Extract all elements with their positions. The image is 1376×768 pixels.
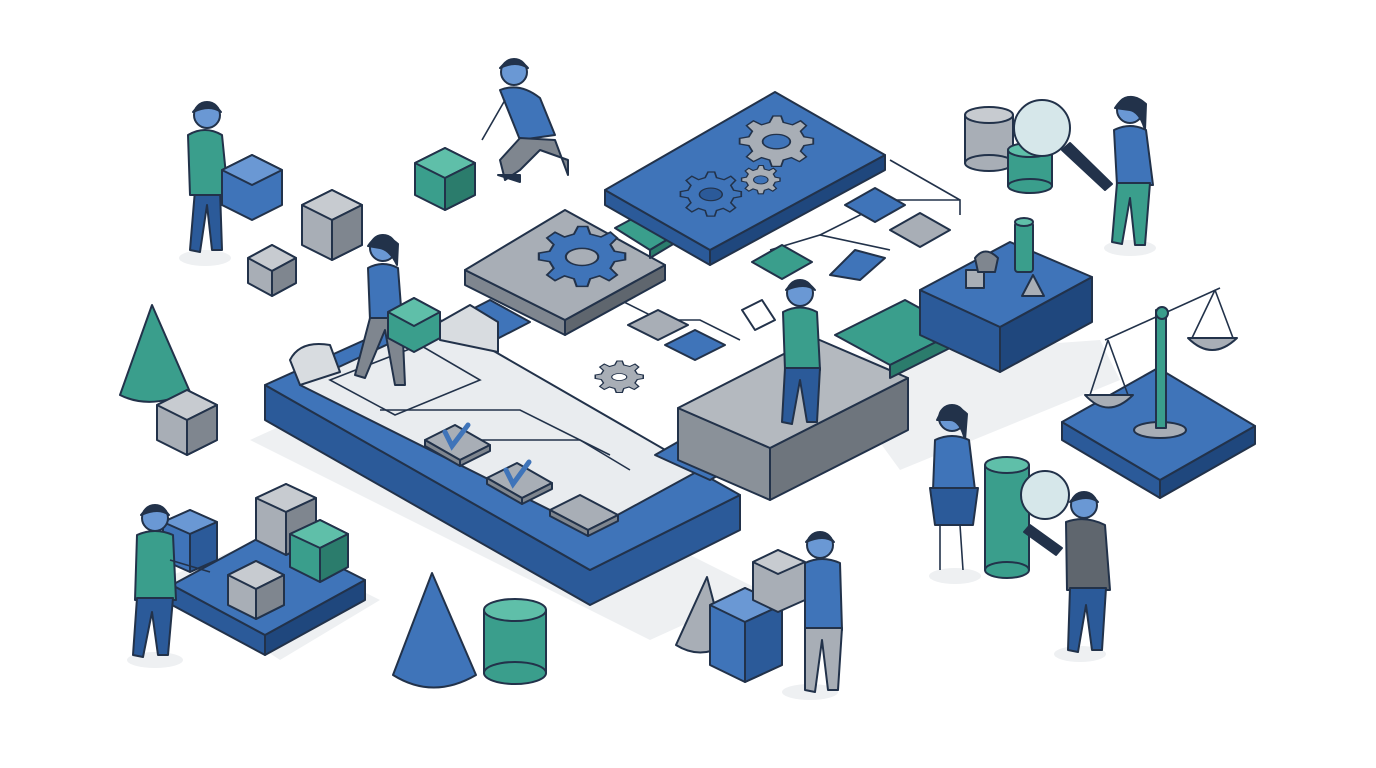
cone-icon <box>392 572 477 689</box>
cube-icon <box>156 389 218 456</box>
magnifier-icon <box>1020 470 1070 556</box>
person-reading-document <box>741 279 821 425</box>
cone-icon <box>119 304 191 403</box>
person-stacking-boxes-bottom <box>804 531 843 693</box>
checkmark-icon <box>503 459 532 489</box>
gear-icon <box>738 115 815 168</box>
person-carrying-blue-box <box>187 101 283 253</box>
teal-cylinder <box>984 456 1030 579</box>
person-with-magnifier-top-right <box>1013 96 1154 246</box>
empty-tile <box>549 494 619 537</box>
magnifier-icon <box>1013 99 1113 191</box>
bottom-center-boxes <box>709 549 806 683</box>
checkmark-tile-2 <box>486 459 553 505</box>
checkmark-tile-1 <box>424 422 491 467</box>
person-walking-with-green-box <box>354 234 441 386</box>
balance-scale-platform <box>1061 287 1256 499</box>
gear-icon <box>594 360 644 394</box>
gear-platform <box>464 209 666 336</box>
checkmark-icon <box>442 422 471 451</box>
gear-icon <box>679 171 743 217</box>
cube-icon <box>247 244 297 297</box>
flowchart-icon <box>594 187 951 394</box>
cylinder-icon <box>483 598 547 685</box>
woman-holding-cylinder <box>929 404 979 571</box>
cube-icon <box>414 147 476 211</box>
person-arranging-boxes-left <box>132 504 211 658</box>
top-gear-platform <box>604 91 886 266</box>
gear-icon <box>740 164 781 195</box>
person-kneeling <box>481 58 569 183</box>
balance-scale-icon <box>1084 287 1238 439</box>
cube-icon <box>301 189 363 261</box>
right-shape-platform <box>919 217 1093 373</box>
gear-icon <box>537 225 627 288</box>
person-with-magnifier-bottom-right <box>1020 470 1111 653</box>
bottom-left-box-platform <box>162 483 366 656</box>
